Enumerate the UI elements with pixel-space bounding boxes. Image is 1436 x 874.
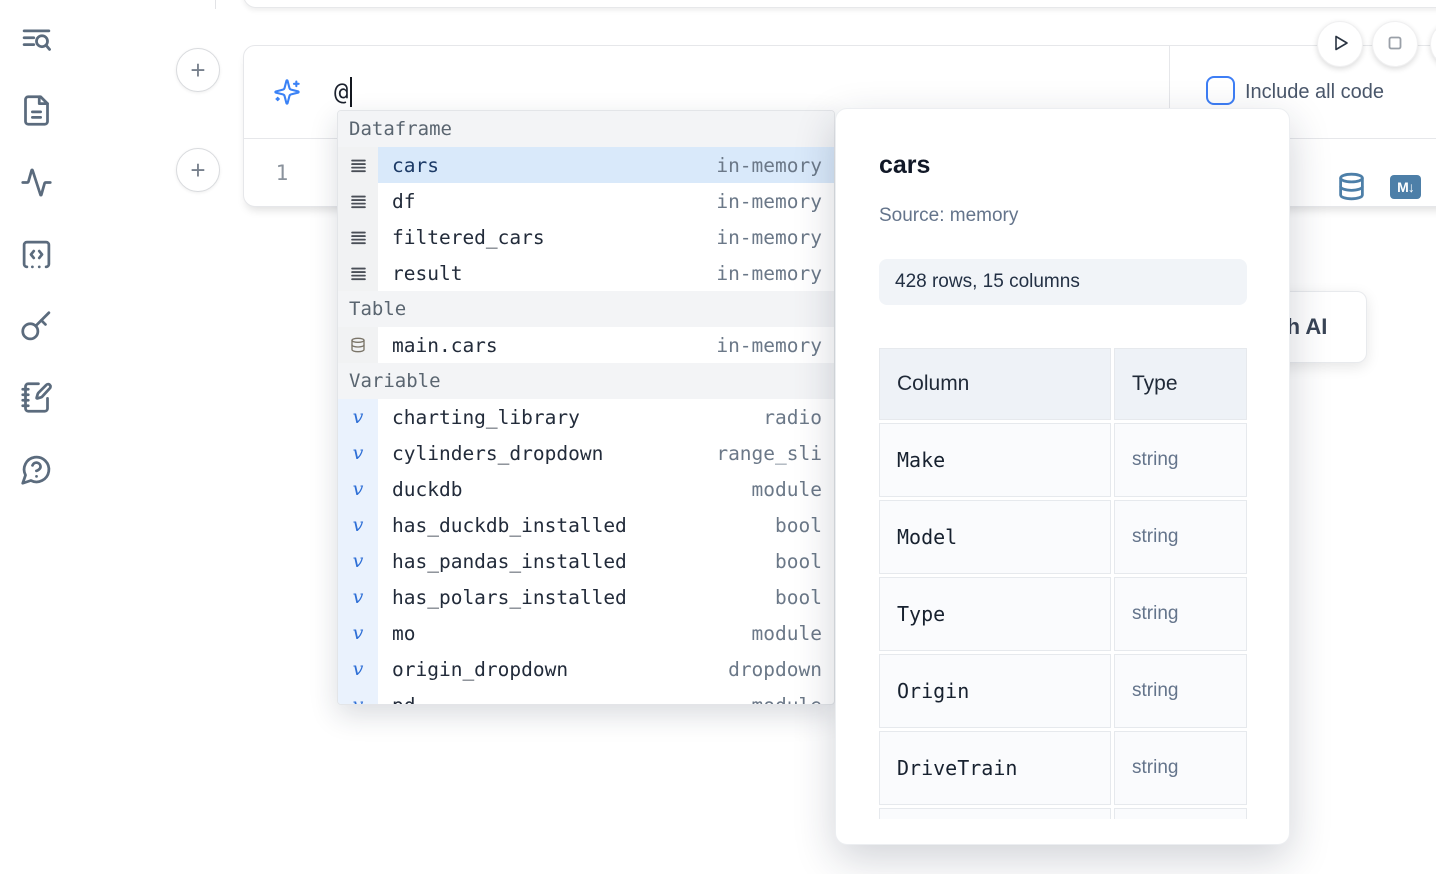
variable-icon: v [338, 615, 378, 651]
key-icon [20, 310, 53, 346]
stop-button[interactable] [1372, 21, 1418, 67]
sidebar-item-scratchpad[interactable] [16, 379, 56, 419]
preview-shape-badge: 428 rows, 15 columns [879, 259, 1247, 305]
markdown-icon: M↓ [1397, 179, 1414, 195]
table-row: Type string [879, 577, 1247, 651]
sidebar-item-table-of-contents[interactable] [16, 22, 56, 62]
preview-source: Source: memory [879, 205, 1018, 227]
text-caret [350, 77, 352, 107]
dataframe-rows-icon [338, 255, 378, 291]
dataframe-preview-panel: cars Source: memory 428 rows, 15 columns… [835, 108, 1290, 845]
include-all-code-checkbox[interactable] [1206, 76, 1235, 105]
play-icon [1328, 31, 1352, 58]
sidebar-item-help[interactable] [16, 451, 56, 491]
autocomplete-item-has-pandas-installed[interactable]: v has_pandas_installedbool [338, 543, 834, 579]
line-number: 1 [260, 139, 304, 207]
variable-icon: v [338, 579, 378, 615]
run-cell-button[interactable] [1317, 21, 1363, 67]
autocomplete-item-pd[interactable]: v pdmodule [338, 687, 834, 705]
autocomplete-item-duckdb[interactable]: v duckdbmodule [338, 471, 834, 507]
ai-prompt-value: @ [334, 78, 348, 106]
variable-icon: v [338, 399, 378, 435]
dataframe-rows-icon [338, 183, 378, 219]
activity-icon [20, 166, 53, 202]
section-header-variable: Variable [338, 363, 834, 399]
list-search-icon [20, 24, 53, 60]
autocomplete-item-result[interactable]: resultin-memory [338, 255, 834, 291]
variable-icon: v [338, 687, 378, 705]
add-cell-button-top[interactable]: + [176, 48, 220, 92]
dataframe-rows-icon [338, 219, 378, 255]
autocomplete-item-cars[interactable]: carsin-memory [338, 147, 834, 183]
autocomplete-item-cylinders-dropdown[interactable]: v cylinders_dropdownrange_sli [338, 435, 834, 471]
section-header-table: Table [338, 291, 834, 327]
previous-cell-divider [215, 0, 216, 9]
table-row: Make string [879, 423, 1247, 497]
variable-icon: v [338, 507, 378, 543]
autocomplete-item-filtered-cars[interactable]: filtered_carsin-memory [338, 219, 834, 255]
table-row: DriveTrain string [879, 731, 1247, 805]
variable-icon: v [338, 435, 378, 471]
database-table-icon [338, 327, 378, 363]
autocomplete-item-has-polars-installed[interactable]: v has_polars_installedbool [338, 579, 834, 615]
autocomplete-item-mo[interactable]: v momodule [338, 615, 834, 651]
table-row: Model string [879, 500, 1247, 574]
code-square-icon [20, 238, 53, 274]
database-panel-button[interactable] [1336, 171, 1366, 203]
table-row [879, 808, 1247, 819]
add-cell-button-bottom[interactable]: + [176, 148, 220, 192]
database-icon [1337, 190, 1366, 205]
variable-icon: v [338, 471, 378, 507]
schema-header-row: Column Type [879, 348, 1247, 420]
autocomplete-item-has-duckdb-installed[interactable]: v has_duckdb_installedbool [338, 507, 834, 543]
sidebar-item-secrets[interactable] [16, 308, 56, 348]
sidebar [0, 0, 72, 874]
sidebar-item-snippets[interactable] [16, 236, 56, 276]
autocomplete-item-origin-dropdown[interactable]: v origin_dropdowndropdown [338, 651, 834, 687]
schema-header-column: Column [879, 348, 1111, 420]
schema-table: Column Type Make string Model string Typ… [879, 348, 1247, 819]
previous-cell [243, 0, 1436, 8]
variable-icon: v [338, 651, 378, 687]
sidebar-item-tracer[interactable] [16, 164, 56, 204]
autocomplete-item-main-cars[interactable]: main.carsin-memory [338, 327, 834, 363]
table-row: Origin string [879, 654, 1247, 728]
markdown-export-button[interactable]: M↓ [1390, 175, 1421, 199]
preview-title: cars [879, 151, 930, 180]
file-document-icon [20, 94, 53, 130]
help-chat-icon [20, 453, 53, 489]
dataframe-rows-icon [338, 147, 378, 183]
sidebar-item-files[interactable] [16, 92, 56, 132]
section-header-dataframe: Dataframe [338, 111, 834, 147]
autocomplete-dropdown: Dataframe carsin-memory dfin-memory filt… [337, 110, 835, 705]
variable-icon: v [338, 543, 378, 579]
notebook-pen-icon [20, 381, 53, 417]
schema-header-type: Type [1114, 348, 1247, 420]
autocomplete-item-charting-library[interactable]: v charting_libraryradio [338, 399, 834, 435]
autocomplete-item-df[interactable]: dfin-memory [338, 183, 834, 219]
stop-icon [1383, 31, 1407, 58]
sparkles-ai-icon [273, 78, 301, 106]
